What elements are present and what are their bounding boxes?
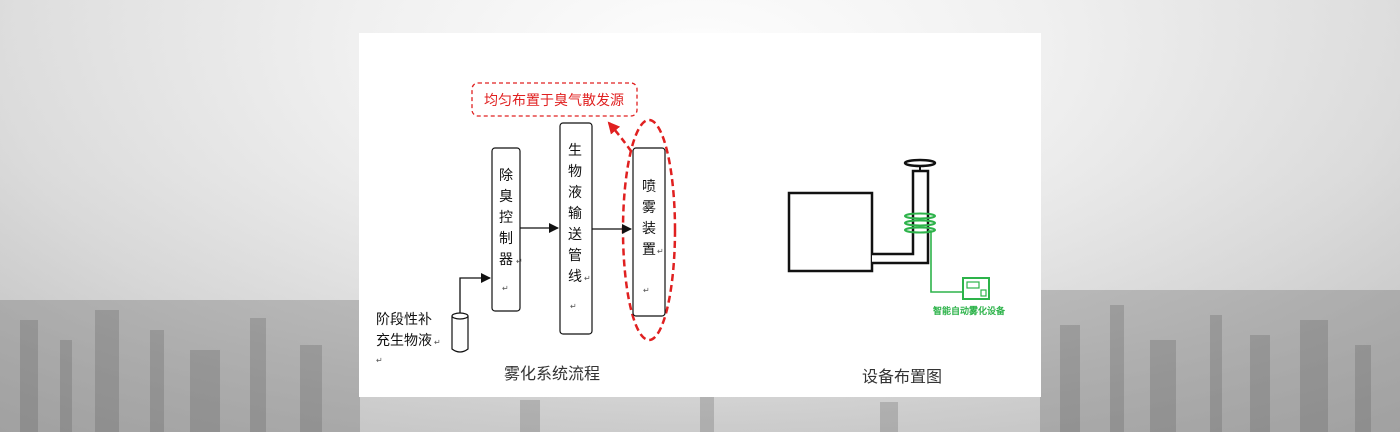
device-label: 智能自动雾化设备 [933, 305, 1006, 317]
device-supply-line [928, 231, 963, 292]
svg-text:线: 线 [568, 269, 582, 285]
room-outline [789, 193, 872, 271]
return-mark: ↵ [570, 302, 577, 311]
layout-diagram-caption: 设备布置图 [862, 367, 942, 386]
return-mark: ↵ [502, 284, 509, 293]
svg-text:器: 器 [499, 252, 513, 268]
svg-text:臭: 臭 [499, 189, 513, 205]
svg-text:制: 制 [499, 231, 513, 247]
exhaust-duct [872, 171, 928, 263]
deodorizer-label: 除 臭 控 制 器 [499, 168, 513, 268]
note-arrow [609, 123, 631, 151]
diagram-panel: 均匀布置于臭气散发源 除 臭 控 制 器 ↵ ↵ 生 物 液 输 送 管 线 ↵… [359, 33, 1041, 397]
return-mark: ↵ [584, 274, 591, 283]
svg-text:装: 装 [642, 221, 656, 237]
svg-text:喷: 喷 [642, 179, 656, 195]
pipeline-label: 生 物 液 输 送 管 线 [568, 143, 582, 285]
svg-text:控: 控 [499, 210, 513, 226]
return-mark: ↵ [643, 286, 650, 295]
svg-text:输: 输 [568, 206, 582, 222]
svg-text:置: 置 [642, 242, 656, 258]
arrow-supplement-to-deodorizer [460, 278, 490, 313]
svg-text:物: 物 [568, 164, 582, 180]
return-mark: ↵ [376, 356, 383, 365]
return-mark: ↵ [516, 257, 523, 266]
svg-text:雾: 雾 [642, 200, 656, 216]
return-mark: ↵ [657, 247, 664, 256]
svg-text:液: 液 [568, 185, 582, 201]
svg-text:送: 送 [568, 227, 582, 243]
note-text: 均匀布置于臭气散发源 [484, 93, 624, 109]
supplement-label-line1: 阶段性补 [376, 312, 432, 328]
chimney-cap [905, 160, 935, 166]
svg-text:管: 管 [568, 248, 582, 264]
atomizer-device-icon [963, 278, 989, 299]
return-mark: ↵ [434, 338, 441, 347]
flow-diagram-caption: 雾化系统流程 [504, 364, 600, 383]
svg-text:除: 除 [499, 168, 513, 184]
supplement-container [452, 313, 468, 352]
diagram-canvas: 均匀布置于臭气散发源 除 臭 控 制 器 ↵ ↵ 生 物 液 输 送 管 线 ↵… [359, 33, 1041, 397]
supplement-label-line2: 充生物液 [376, 333, 432, 349]
svg-text:生: 生 [568, 143, 582, 159]
